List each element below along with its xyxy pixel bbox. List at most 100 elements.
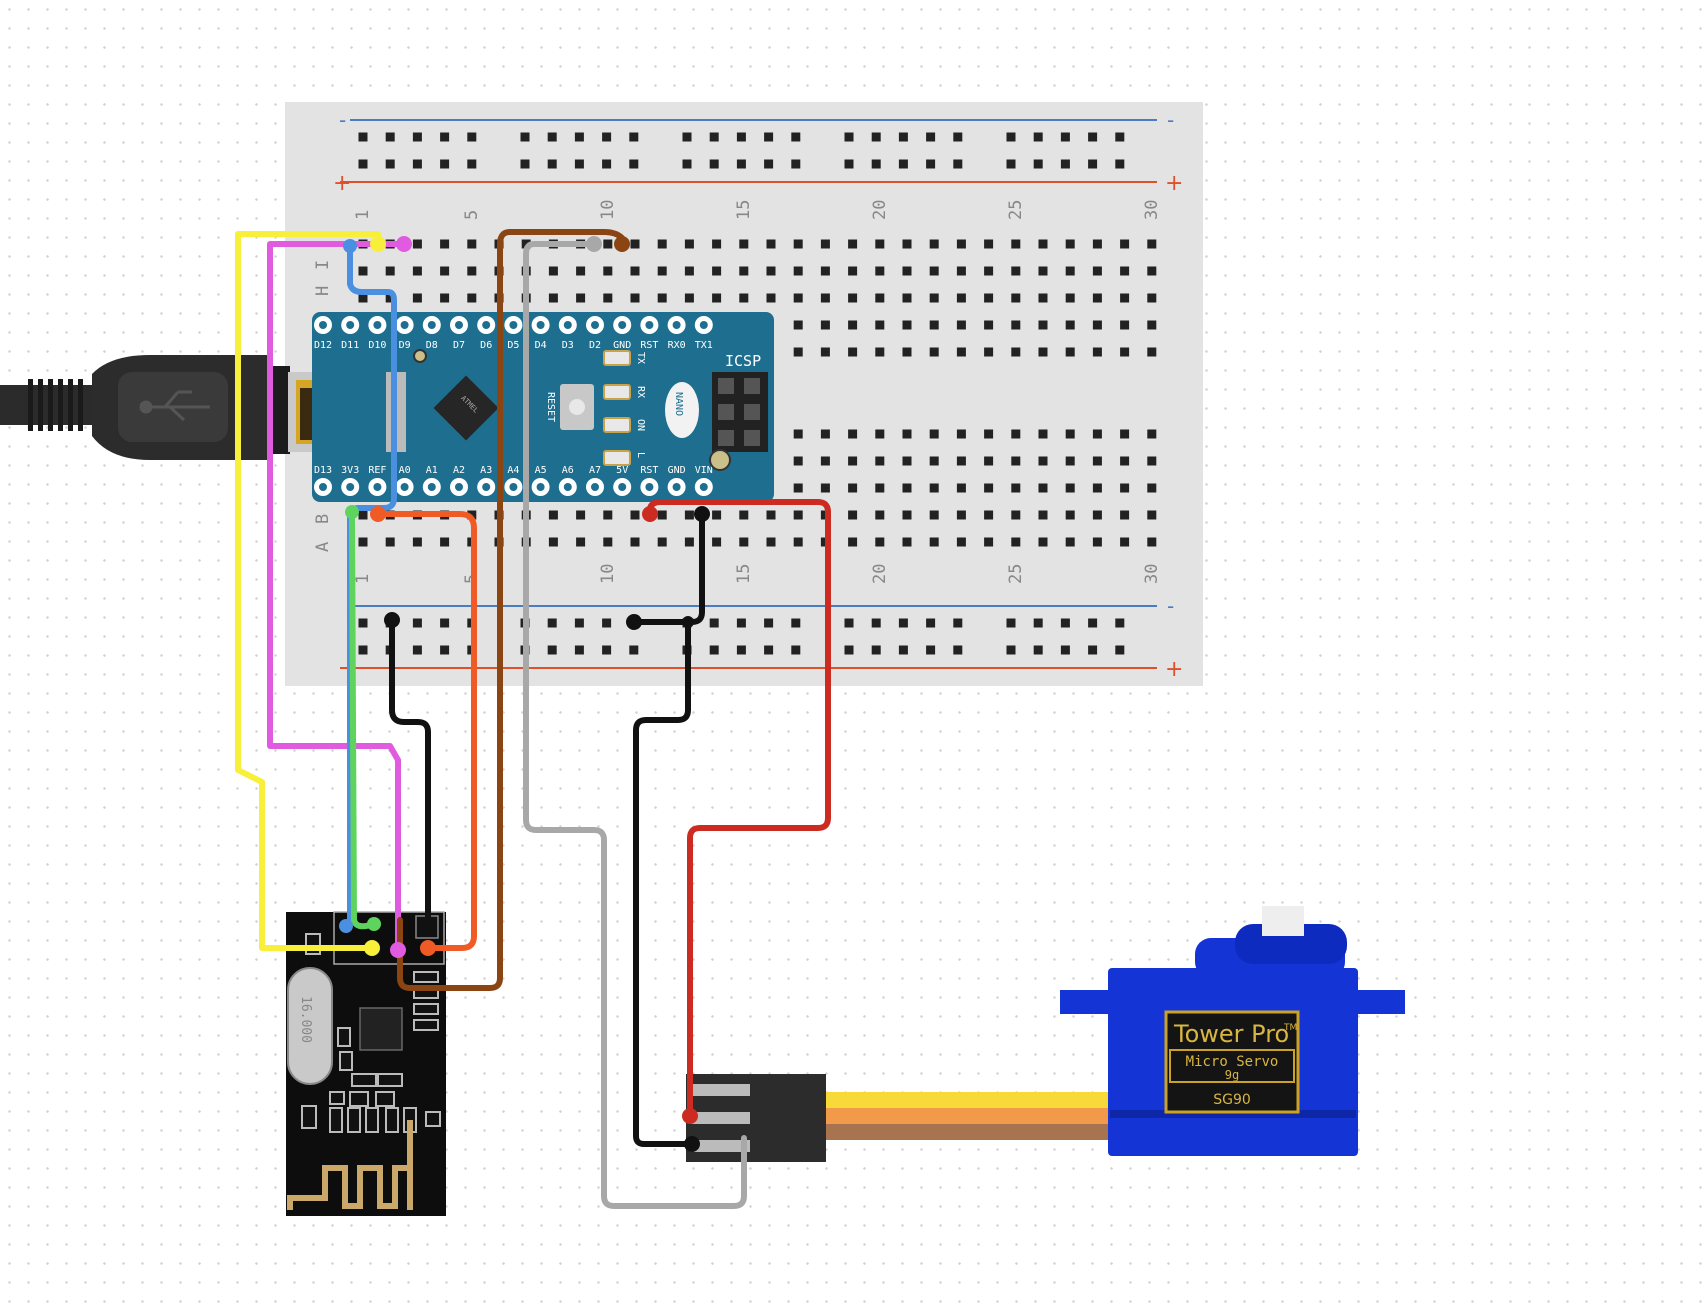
breadboard-hole[interactable]	[820, 239, 830, 249]
breadboard-hole[interactable]	[956, 456, 966, 466]
breadboard-hole[interactable]	[739, 293, 749, 303]
rail-hole[interactable]	[1033, 618, 1043, 628]
breadboard-hole[interactable]	[1011, 320, 1021, 330]
breadboard-hole[interactable]	[603, 537, 613, 547]
breadboard-hole[interactable]	[1147, 239, 1157, 249]
breadboard-hole[interactable]	[929, 456, 939, 466]
breadboard-hole[interactable]	[1065, 320, 1075, 330]
rail-hole[interactable]	[574, 618, 584, 628]
breadboard-hole[interactable]	[956, 510, 966, 520]
breadboard-hole[interactable]	[875, 266, 885, 276]
rail-hole[interactable]	[709, 132, 719, 142]
rail-hole[interactable]	[898, 645, 908, 655]
breadboard-hole[interactable]	[630, 239, 640, 249]
breadboard-hole[interactable]	[712, 293, 722, 303]
rail-hole[interactable]	[629, 132, 639, 142]
rail-hole[interactable]	[1088, 645, 1098, 655]
rail-hole[interactable]	[1006, 645, 1016, 655]
breadboard-hole[interactable]	[1147, 293, 1157, 303]
rail-hole[interactable]	[574, 159, 584, 169]
rail-hole[interactable]	[791, 618, 801, 628]
breadboard-hole[interactable]	[1092, 320, 1102, 330]
breadboard-hole[interactable]	[657, 510, 667, 520]
breadboard-hole[interactable]	[1065, 429, 1075, 439]
breadboard-hole[interactable]	[848, 537, 858, 547]
breadboard-hole[interactable]	[358, 293, 368, 303]
rail-hole[interactable]	[871, 618, 881, 628]
breadboard-hole[interactable]	[875, 456, 885, 466]
breadboard-hole[interactable]	[848, 456, 858, 466]
rail-hole[interactable]	[871, 645, 881, 655]
breadboard-hole[interactable]	[467, 239, 477, 249]
rail-hole[interactable]	[629, 159, 639, 169]
breadboard-hole[interactable]	[929, 266, 939, 276]
breadboard-hole[interactable]	[1120, 537, 1130, 547]
breadboard-hole[interactable]	[1092, 483, 1102, 493]
breadboard-hole[interactable]	[1065, 537, 1075, 547]
rail-hole[interactable]	[1006, 159, 1016, 169]
breadboard-hole[interactable]	[875, 510, 885, 520]
breadboard-hole[interactable]	[1065, 239, 1075, 249]
breadboard-hole[interactable]	[712, 537, 722, 547]
rail-hole[interactable]	[953, 618, 963, 628]
breadboard-hole[interactable]	[1011, 429, 1021, 439]
breadboard-hole[interactable]	[1011, 456, 1021, 466]
breadboard-hole[interactable]	[548, 293, 558, 303]
rail-hole[interactable]	[709, 645, 719, 655]
breadboard-hole[interactable]	[793, 510, 803, 520]
breadboard-hole[interactable]	[657, 266, 667, 276]
breadboard-hole[interactable]	[412, 537, 422, 547]
rail-hole[interactable]	[412, 132, 422, 142]
breadboard-hole[interactable]	[1147, 320, 1157, 330]
rail-hole[interactable]	[520, 159, 530, 169]
breadboard-hole[interactable]	[956, 320, 966, 330]
breadboard-hole[interactable]	[1065, 456, 1075, 466]
breadboard-hole[interactable]	[820, 483, 830, 493]
breadboard-hole[interactable]	[929, 320, 939, 330]
breadboard-hole[interactable]	[712, 239, 722, 249]
breadboard-hole[interactable]	[848, 483, 858, 493]
breadboard-hole[interactable]	[875, 537, 885, 547]
rail-hole[interactable]	[926, 159, 936, 169]
rail-hole[interactable]	[953, 645, 963, 655]
breadboard-hole[interactable]	[929, 429, 939, 439]
rail-hole[interactable]	[467, 159, 477, 169]
breadboard-hole[interactable]	[902, 293, 912, 303]
rail-hole[interactable]	[574, 132, 584, 142]
breadboard-hole[interactable]	[684, 293, 694, 303]
rail-hole[interactable]	[547, 132, 557, 142]
breadboard-hole[interactable]	[739, 537, 749, 547]
breadboard-hole[interactable]	[440, 293, 450, 303]
rail-hole[interactable]	[358, 159, 368, 169]
rail-hole[interactable]	[1115, 132, 1125, 142]
breadboard-hole[interactable]	[820, 293, 830, 303]
breadboard-hole[interactable]	[820, 266, 830, 276]
breadboard-hole[interactable]	[875, 293, 885, 303]
breadboard-hole[interactable]	[412, 239, 422, 249]
breadboard-hole[interactable]	[956, 429, 966, 439]
breadboard-hole[interactable]	[902, 456, 912, 466]
breadboard-hole[interactable]	[576, 537, 586, 547]
breadboard-hole[interactable]	[1011, 347, 1021, 357]
breadboard-hole[interactable]	[766, 537, 776, 547]
rail-hole[interactable]	[709, 159, 719, 169]
breadboard-hole[interactable]	[902, 537, 912, 547]
breadboard-hole[interactable]	[1011, 510, 1021, 520]
breadboard-hole[interactable]	[1038, 239, 1048, 249]
breadboard-hole[interactable]	[1038, 347, 1048, 357]
breadboard-hole[interactable]	[793, 456, 803, 466]
rail-hole[interactable]	[926, 618, 936, 628]
breadboard-hole[interactable]	[848, 510, 858, 520]
breadboard-hole[interactable]	[630, 293, 640, 303]
breadboard-hole[interactable]	[875, 429, 885, 439]
breadboard-hole[interactable]	[929, 347, 939, 357]
breadboard-hole[interactable]	[440, 266, 450, 276]
breadboard-hole[interactable]	[684, 510, 694, 520]
breadboard-hole[interactable]	[820, 456, 830, 466]
rail-hole[interactable]	[736, 159, 746, 169]
breadboard-hole[interactable]	[1038, 537, 1048, 547]
rail-hole[interactable]	[1088, 159, 1098, 169]
breadboard-hole[interactable]	[766, 239, 776, 249]
rail-hole[interactable]	[926, 132, 936, 142]
rail-hole[interactable]	[385, 132, 395, 142]
